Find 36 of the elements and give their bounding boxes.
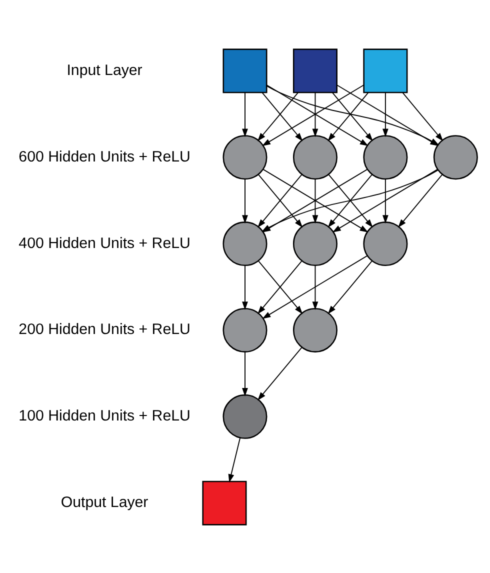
arrow [332,168,438,232]
node-circle [222,221,268,266]
label: Output Layer [60,494,148,511]
arrow [228,437,241,482]
node-circle [222,307,268,352]
node-circle [292,134,338,180]
label: 100 Hidden Units + ReLU [18,407,190,424]
node-circle [363,134,408,180]
arrow [312,178,318,224]
node-box [222,48,268,93]
label: 400 Hidden Units + ReLU [18,234,190,252]
arrow [398,174,443,228]
arrow [242,178,248,224]
label: 200 Hidden Units + ReLU [18,320,190,338]
node-circle [292,307,338,352]
arrow [382,92,388,137]
arrow [328,260,372,314]
node-circle [363,221,408,266]
arrow [242,264,248,310]
node-box [202,480,247,525]
node-circle [222,394,268,438]
arrow [382,178,388,224]
label: Input Layer [66,61,142,78]
node-box [292,48,338,93]
arrow [258,346,302,400]
arrow [402,92,444,141]
arrow [242,351,248,396]
arrow [242,92,248,137]
node-circle [222,134,268,180]
node-box [363,48,408,93]
arrow [312,92,318,137]
arrow [312,264,318,310]
node-circle [433,134,478,180]
node-circle [292,221,338,266]
arrow [262,254,368,318]
label: 600 Hidden Units + ReLU [18,148,190,165]
